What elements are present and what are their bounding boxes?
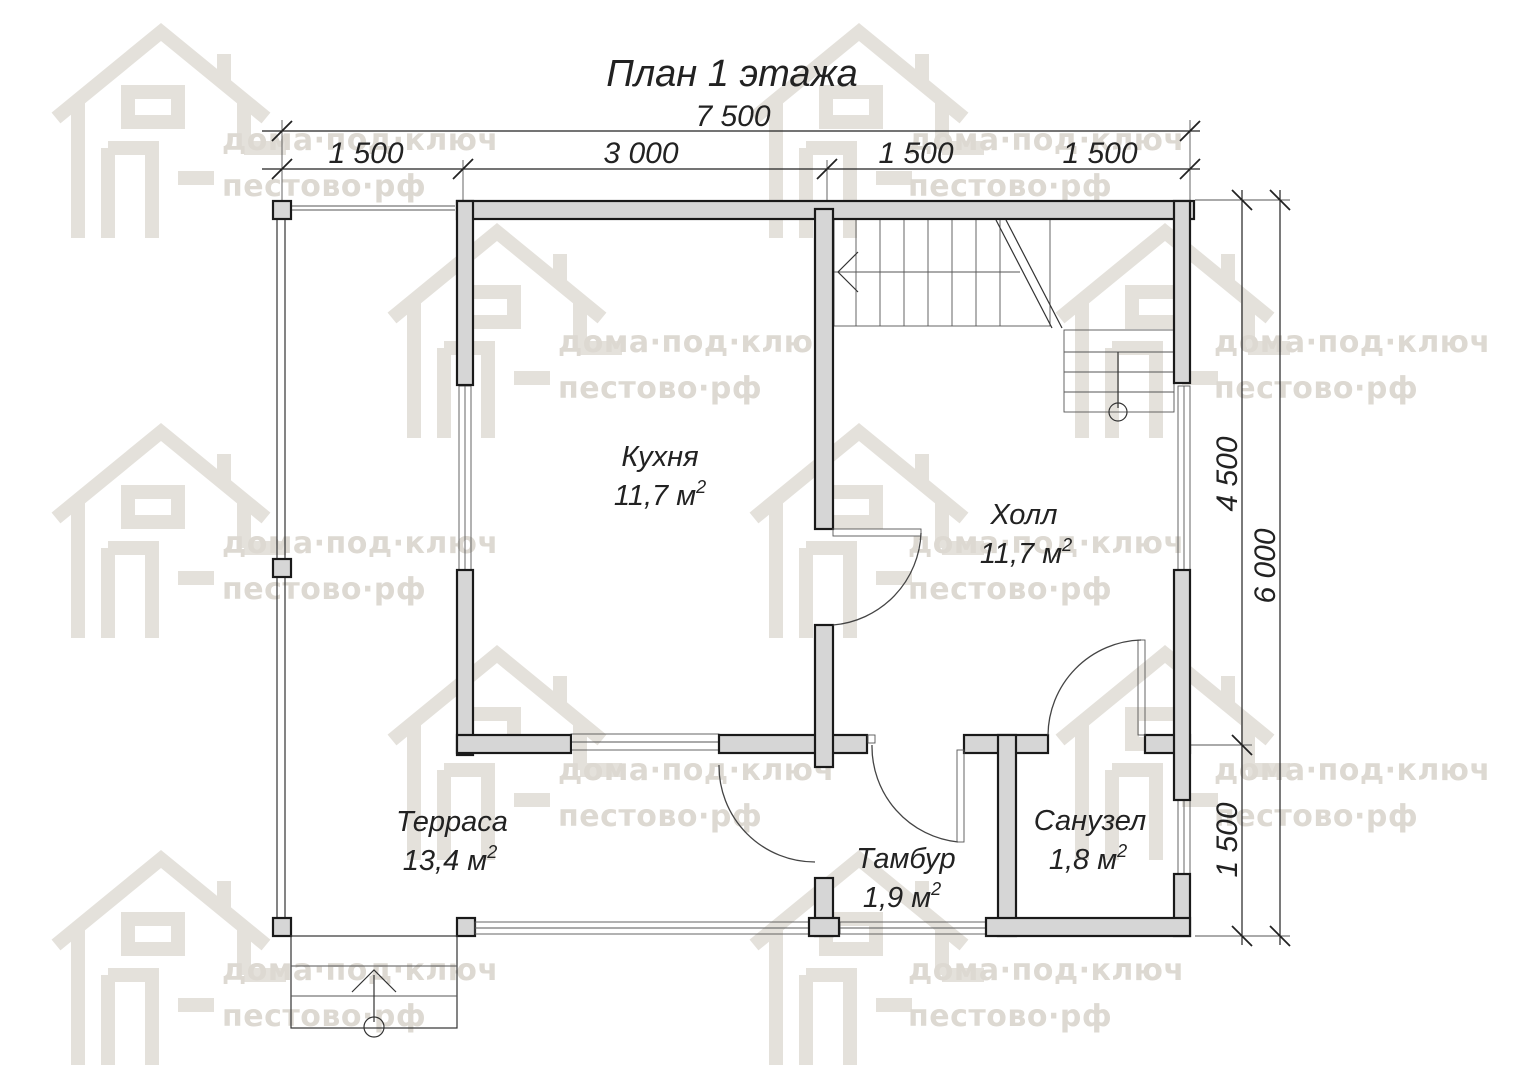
watermark-line1: дома·под·ключ: [222, 123, 499, 158]
room-area: 11,7 м: [980, 538, 1062, 570]
watermark-layer: дома·под·ключ пестово·рф дома·под·ключ п…: [56, 32, 1491, 1065]
watermark-line1: дома·под·ключ: [558, 325, 835, 360]
room-name: Холл: [990, 499, 1058, 531]
dim-segment-3: 1 500: [878, 137, 953, 170]
room-name: Тамбур: [856, 843, 955, 875]
dimensions-right: 4 500 1 500 6 000: [1190, 189, 1291, 947]
doors: [718, 528, 1146, 863]
terrace-steps: [290, 935, 458, 1029]
area-superscript: 2: [1061, 535, 1072, 555]
watermark-line2: пестово·рф: [1214, 371, 1418, 406]
watermark-line2: пестово·рф: [222, 572, 426, 607]
dim-right-lower: 1 500: [1211, 802, 1244, 877]
watermark-line1: дома·под·ключ: [908, 123, 1185, 158]
watermark-line2: пестово·рф: [222, 169, 426, 204]
room-area: 1,9 м: [863, 882, 931, 914]
svg-text:1,8 м2: 1,8 м2: [1049, 841, 1127, 876]
terrace-post: [271, 199, 293, 221]
staircase: [833, 217, 1175, 422]
watermark-line2: пестово·рф: [908, 572, 1112, 607]
watermark-line2: пестово·рф: [908, 169, 1112, 204]
watermark-line2: пестово·рф: [222, 999, 426, 1034]
room-name: Санузел: [1034, 805, 1147, 837]
room-name: Кухня: [621, 441, 698, 473]
watermark-line1: дома·под·ключ: [558, 753, 835, 788]
room-area: 1,8 м: [1049, 844, 1117, 876]
dim-segment-2: 3 000: [603, 137, 678, 170]
watermark-line1: дома·под·ключ: [1214, 753, 1491, 788]
room-name: Терраса: [396, 806, 508, 838]
plan-title: План 1 этажа: [606, 53, 858, 95]
room-area: 11,7 м: [614, 480, 696, 512]
walls: [455, 199, 1196, 938]
dim-total-width: 7 500: [695, 100, 770, 133]
dimensions-top: 7 500 1 500 3 000 1 500 1 500: [262, 100, 1201, 215]
svg-text:11,7 м2: 11,7 м2: [980, 535, 1072, 570]
watermark-line2: пестово·рф: [908, 999, 1112, 1034]
terrace-post: [455, 916, 477, 938]
terrace-post: [271, 557, 293, 579]
svg-text:11,7 м2: 11,7 м2: [614, 477, 706, 512]
area-superscript: 2: [1116, 841, 1127, 861]
room-bathroom: Санузел 1,8 м2: [1034, 805, 1147, 876]
watermark-line2: пестово·рф: [558, 371, 762, 406]
room-terrace: Терраса 13,4 м2: [396, 806, 508, 877]
room-area: 13,4 м: [403, 845, 487, 877]
watermark-line1: дома·под·ключ: [908, 526, 1185, 561]
room-kitchen: Кухня 11,7 м2: [614, 441, 706, 512]
dim-segment-1: 1 500: [328, 137, 403, 170]
dim-right-total: 6 000: [1249, 528, 1282, 603]
watermark-line2: пестово·рф: [1214, 799, 1418, 834]
watermark-line1: дома·под·ключ: [222, 526, 499, 561]
entry-marker-icon: [363, 1016, 385, 1038]
room-hall: Холл 11,7 м2: [980, 499, 1072, 570]
watermark-line1: дома·под·ключ: [1214, 325, 1491, 360]
watermark-line1: дома·под·ключ: [222, 953, 499, 988]
dim-segment-4: 1 500: [1062, 137, 1137, 170]
terrace-post: [271, 916, 293, 938]
terrace: [271, 199, 477, 1038]
stair-start-icon: [1108, 402, 1128, 422]
svg-text:1,9 м2: 1,9 м2: [863, 879, 941, 914]
watermark-line1: дома·под·ключ: [908, 953, 1185, 988]
area-superscript: 2: [930, 879, 941, 899]
room-vestibule: Тамбур 1,9 м2: [856, 843, 955, 914]
dim-right-upper: 4 500: [1211, 436, 1244, 511]
area-superscript: 2: [486, 842, 497, 862]
svg-text:13,4 м2: 13,4 м2: [403, 842, 497, 877]
watermark-line2: пестово·рф: [558, 799, 762, 834]
area-superscript: 2: [695, 477, 706, 497]
